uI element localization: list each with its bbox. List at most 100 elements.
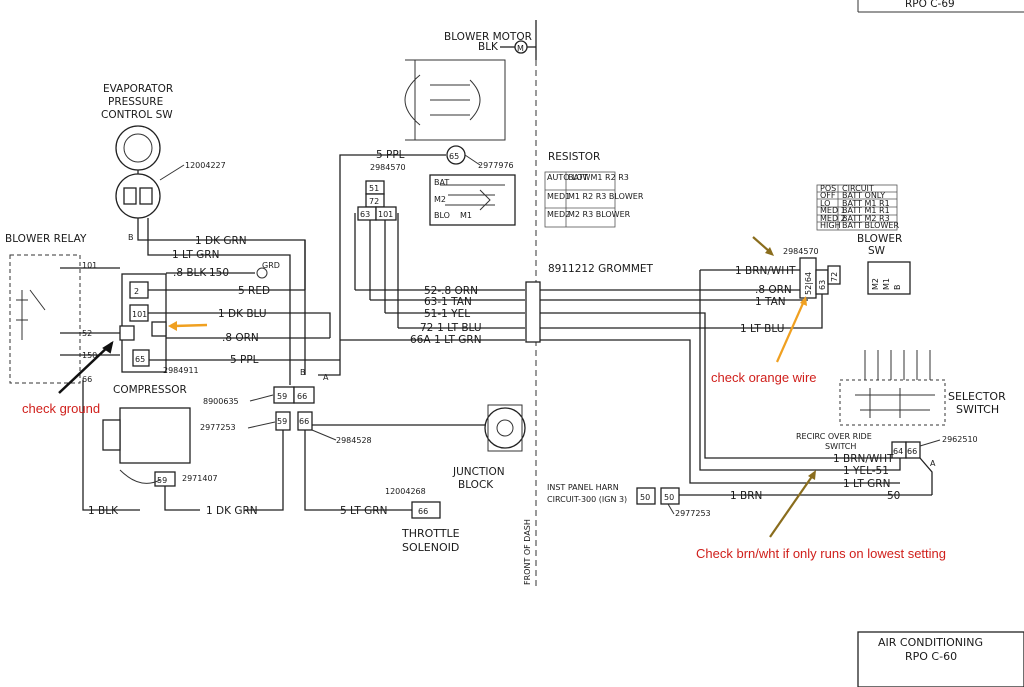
term-r-63: 63 xyxy=(818,280,827,290)
trunk-wires: 52-.8 ORN 63-1 TAN 51-1 YEL 72-1 LT BLU … xyxy=(340,269,900,484)
terminal-63: 63 xyxy=(360,210,370,219)
resistor-row-1-circuit: M1 R2 R3 BLOWER xyxy=(568,192,644,201)
title-top-partial: RPO C-69 xyxy=(905,0,955,10)
blower-motor: BLOWER MOTOR BLK M xyxy=(404,20,537,141)
svg-text:65: 65 xyxy=(135,355,145,364)
svg-text:B: B xyxy=(893,285,902,291)
inst-panel-label-2: CIRCUIT-300 (IGN 3) xyxy=(547,495,627,504)
term-r-52-64: 52|64 xyxy=(804,272,813,295)
blower-relay-label: BLOWER RELAY xyxy=(5,233,87,245)
relay-connector-id: 2984911 xyxy=(163,366,199,375)
svg-text:64: 64 xyxy=(893,447,903,456)
center-cluster: 5 PPL 65 2977976 2984570 51 72 63 101 B … xyxy=(200,145,514,517)
connector-2977253-b: 2977253 xyxy=(675,509,711,518)
wire-1-dk-grn-b: 1 DK GRN xyxy=(206,505,258,517)
resistor-label: RESISTOR xyxy=(548,151,600,163)
terminal-72: 72 xyxy=(369,197,379,206)
svg-text:101: 101 xyxy=(132,310,147,319)
wire-blk-150: .8 BLK-150 xyxy=(173,267,229,279)
junction-label-2: BLOCK xyxy=(458,479,494,491)
evap-label-2: PRESSURE xyxy=(108,96,163,108)
bsw-row-1-pos: OFF xyxy=(820,191,836,200)
connector-2984570-right: 2984570 xyxy=(783,247,819,256)
connector-8900635: 8900635 xyxy=(203,397,239,406)
blower-motor-wire: BLK xyxy=(478,41,499,53)
blower-sw-label-2: SW xyxy=(868,245,886,257)
ground-label: GRD xyxy=(262,261,280,270)
blower-motor-label: BLOWER MOTOR xyxy=(444,31,532,43)
selector-switch: SELECTOR SWITCH RECIRC OVER RIDE SWITCH … xyxy=(796,350,1006,502)
svg-text:2: 2 xyxy=(134,287,139,296)
resistor-row-2-circuit: M2 R3 BLOWER xyxy=(568,210,631,219)
blower-sw-label-1: BLOWER xyxy=(857,233,902,245)
arrow-olive-icon xyxy=(765,247,774,256)
wire-s-50: 50 xyxy=(887,490,900,502)
svg-text:M1: M1 xyxy=(460,211,472,220)
svg-text:B: B xyxy=(128,233,134,242)
blower-motor-m: M xyxy=(517,44,524,53)
title-block-top: RPO C-69 xyxy=(857,0,1024,13)
blower-sw-table xyxy=(816,184,898,231)
wire-1-lt-grn: 1 LT GRN xyxy=(172,249,219,261)
wire-1-blk: 1 BLK xyxy=(88,505,119,517)
title-block: AIR CONDITIONING RPO C-60 xyxy=(857,631,1024,687)
wire-r-1-brn-wht: 1 BRN/WHT xyxy=(735,265,796,277)
wire-5-ppl-top: 5 PPL xyxy=(376,149,405,161)
blower-relay: BLOWER RELAY 101 52 150 66 xyxy=(5,233,97,384)
svg-text:66: 66 xyxy=(299,417,309,426)
wire-72-1-lt-blu: 72-1 LT BLU xyxy=(420,322,482,334)
connector-2971407: 2971407 xyxy=(182,474,218,483)
title-line2: RPO C-60 xyxy=(905,650,957,663)
evap-connector-id: 12004227 xyxy=(185,161,226,170)
connector-2984528: 2984528 xyxy=(336,436,372,445)
recirc-label-1: RECIRC OVER RIDE xyxy=(796,432,872,441)
wire-s-1-yel-51: 1 YEL-51 xyxy=(843,465,889,477)
evap-connector-icon xyxy=(115,173,161,219)
wire-1-dk-grn: 1 DK GRN xyxy=(195,235,247,247)
bsw-row-0-pos: POS xyxy=(820,184,836,193)
bsw-row-4-pos: MED 2 xyxy=(820,214,846,223)
ground-icon xyxy=(256,267,268,279)
svg-text:M1: M1 xyxy=(882,278,891,290)
selector-a: A xyxy=(930,459,936,468)
blower-fan-icon xyxy=(404,74,481,126)
svg-text:M2: M2 xyxy=(434,195,446,204)
wire-5-lt-grn: 5 LT GRN xyxy=(340,505,387,517)
terminal-101: 101 xyxy=(378,210,393,219)
compressor: COMPRESSOR 59 2971407 1 BLK 1 DK GRN xyxy=(82,380,258,517)
evap-label-1: EVAPORATOR xyxy=(103,83,173,95)
connector-2977253-a: 2977253 xyxy=(200,423,236,432)
wire-r-1-lt-blu: 1 LT BLU xyxy=(740,323,784,335)
blower-housing xyxy=(405,59,506,141)
arrow-black-icon xyxy=(102,340,114,354)
svg-text:BAT: BAT xyxy=(434,178,449,187)
blower-switch: POS CIRCUIT OFF BATT ONLY LO BATT M1 R1 … xyxy=(816,184,911,295)
wire-52-8-orn: 52-.8 ORN xyxy=(424,285,478,297)
annotations: check ground check orange wire Check brn… xyxy=(22,236,946,561)
inst-panel-harness: INST PANEL HARN CIRCUIT-300 (IGN 3) 50 5… xyxy=(547,483,900,518)
wire-51-1-yel: 51-1 YEL xyxy=(424,308,470,320)
bsw-row-2-circ: BATT M1 R1 xyxy=(842,199,890,208)
grommet-label: 8911212 GROMMET xyxy=(548,263,654,275)
resistor-row-0-circuit: BATT M1 R2 R3 xyxy=(568,173,629,182)
annotation-check-ground: check ground xyxy=(22,401,100,416)
annotation-check-orange: check orange wire xyxy=(711,370,817,385)
bsw-row-4-circ: BATT M2 R3 xyxy=(842,214,890,223)
grommet: 8911212 GROMMET xyxy=(525,263,654,343)
bsw-row-3-circ: BATT M1 R1 xyxy=(842,206,890,215)
compressor-label: COMPRESSOR xyxy=(113,384,187,396)
title-line1: AIR CONDITIONING xyxy=(878,636,983,649)
throttle-conn-id: 12004268 xyxy=(385,487,426,496)
wire-8-orn: .8 ORN xyxy=(222,332,259,344)
wire-r-1-tan: 1 TAN xyxy=(755,296,786,308)
evap-switch-body-icon xyxy=(115,125,161,171)
left-wires: B 1 DK GRN 1 LT GRN .8 BLK-150 GRD 5 RED… xyxy=(60,218,340,385)
term-r-72: 72 xyxy=(830,272,839,282)
wire-66a-1-lt-grn: 66A-1 LT GRN xyxy=(410,334,482,346)
selector-label-2: SWITCH xyxy=(956,403,999,416)
terminal-65: 65 xyxy=(449,152,459,161)
svg-text:66: 66 xyxy=(907,447,917,456)
relay-term-66: 66 xyxy=(82,375,92,384)
wire-s-1-lt-grn: 1 LT GRN xyxy=(843,478,890,490)
svg-text:BLO: BLO xyxy=(434,211,450,220)
